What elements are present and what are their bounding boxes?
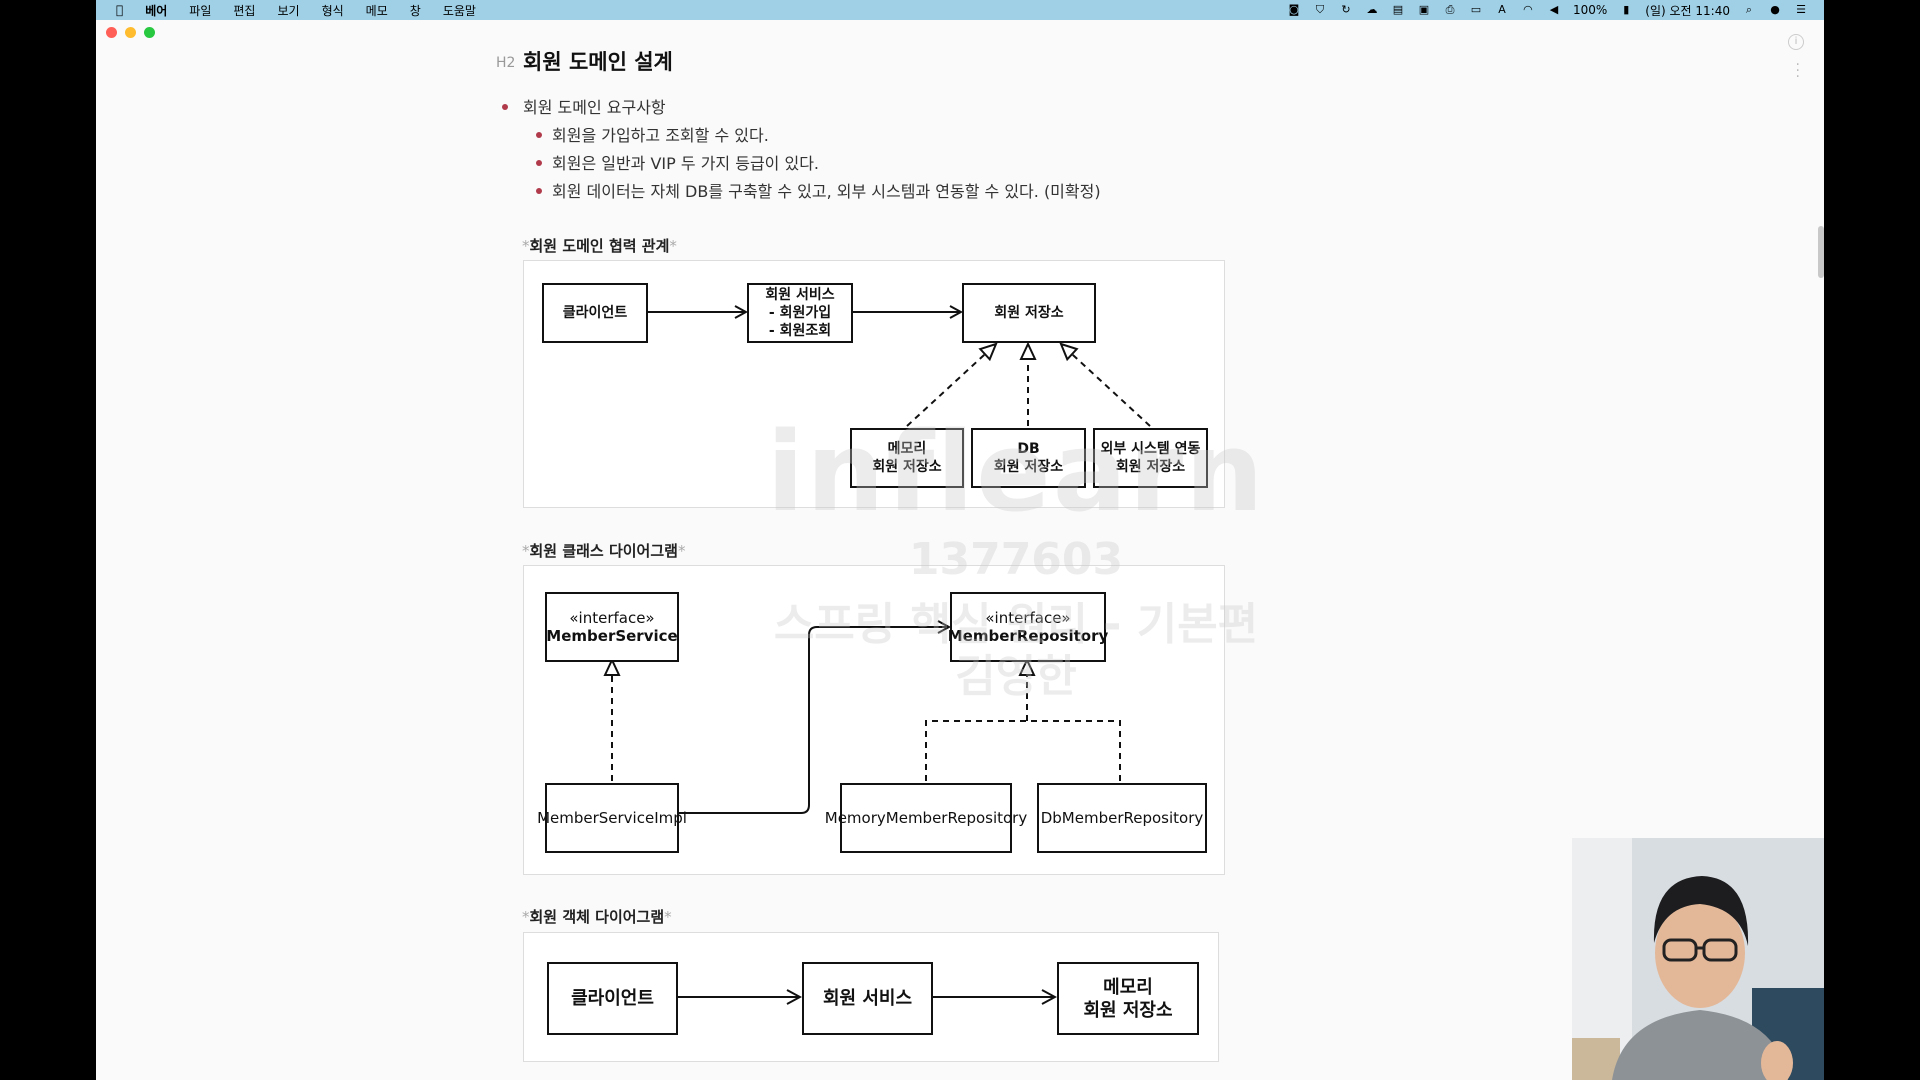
object-connectors xyxy=(676,933,1218,1061)
bullet-dot xyxy=(536,160,542,166)
watermark-brand: inflearn xyxy=(766,408,1266,536)
screen-record-icon[interactable]: ◙ xyxy=(1288,3,1300,16)
more-options-icon[interactable]: ··· xyxy=(1795,57,1800,85)
db-member-repository-box: DbMemberRepository xyxy=(1037,783,1207,853)
clock[interactable]: (일) 오전 11:40 xyxy=(1645,3,1730,18)
menu-format[interactable]: 형식 xyxy=(314,3,344,18)
menu-note[interactable]: 메모 xyxy=(358,3,388,18)
input-source-icon[interactable]: A xyxy=(1498,3,1506,16)
control-center-icon[interactable]: ☰ xyxy=(1796,3,1806,16)
info-icon[interactable]: i xyxy=(1788,34,1804,50)
shield-icon[interactable]: ⛉ xyxy=(1315,3,1325,16)
presenter-webcam-video xyxy=(1572,838,1824,1080)
class-diagram: «interface» MemberService «interface» Me… xyxy=(523,565,1225,875)
memory-repository-box: 메모리 회원 저장소 xyxy=(850,428,964,488)
menu-app[interactable]: 베어 xyxy=(138,3,167,18)
bullet-dot xyxy=(502,104,508,110)
menu-bar:  베어 파일 편집 보기 형식 메모 창 도움말 ◙ ⛉ ↻ ☁ ▤ ▣ ⎙ … xyxy=(96,0,1824,20)
collaboration-diagram: 클라이언트 회원 서비스 - 회원가입 - 회원조회 회원 저장소 메모리 회원… xyxy=(523,260,1225,508)
menu-help[interactable]: 도움말 xyxy=(435,3,476,18)
sync-icon[interactable]: ↻ xyxy=(1341,3,1351,16)
member-repository-box: 회원 저장소 xyxy=(962,283,1096,343)
member-service-box: 회원 서비스 - 회원가입 - 회원조회 xyxy=(747,283,853,343)
bullet-dot xyxy=(536,132,542,138)
siri-icon[interactable]: ● xyxy=(1770,3,1780,16)
class-connectors xyxy=(603,566,1121,814)
client-box: 클라이언트 xyxy=(542,283,648,343)
menu-window[interactable]: 창 xyxy=(402,3,421,18)
bullet-dot xyxy=(536,188,542,194)
scrollbar-thumb[interactable] xyxy=(1818,226,1824,278)
fig3-caption: *회원 객체 다이어그램* xyxy=(522,908,672,926)
requirements-title: 회원 도메인 요구사항 xyxy=(523,98,666,117)
menu-edit[interactable]: 편집 xyxy=(226,3,255,18)
member-repository-interface-box: «interface» MemberRepository xyxy=(948,592,1108,662)
requirement-item: 회원을 가입하고 조회할 수 있다. xyxy=(552,126,769,145)
memory-member-repository-box: MemoryMemberRepository xyxy=(825,783,1027,853)
cloud-icon[interactable]: ☁ xyxy=(1366,3,1378,16)
volume-icon[interactable]: ◀ xyxy=(1549,3,1559,16)
battery-percent: 100% xyxy=(1572,3,1608,17)
minimize-window-button[interactable] xyxy=(125,27,136,38)
zoom-window-button[interactable] xyxy=(144,27,155,38)
page-heading: 회원 도메인 설계 xyxy=(523,50,673,74)
apple-icon[interactable]:  xyxy=(116,3,123,17)
battery-icon[interactable]: ▮ xyxy=(1623,3,1630,16)
member-service-object-box: 회원 서비스 xyxy=(802,962,933,1035)
display-icon[interactable]: ▭ xyxy=(1470,3,1482,16)
client-object-box: 클라이언트 xyxy=(547,962,678,1035)
external-repository-box: 외부 시스템 연동 회원 저장소 xyxy=(1093,428,1208,488)
collaboration-connectors xyxy=(646,261,1151,427)
object-diagram: 클라이언트 회원 서비스 메모리 회원 저장소 xyxy=(523,932,1219,1062)
spotlight-search-icon[interactable]: ⌕ xyxy=(1745,3,1753,16)
bear-app-window:  베어 파일 편집 보기 형식 메모 창 도움말 ◙ ⛉ ↻ ☁ ▤ ▣ ⎙ … xyxy=(96,0,1824,1080)
presenter-image xyxy=(1572,838,1824,1080)
member-service-impl-box: MemberServiceImpl xyxy=(537,783,687,853)
printer-icon[interactable]: ⎙ xyxy=(1445,3,1455,16)
heading-level-tag: H2 xyxy=(496,55,516,71)
watermark-id: 1377603 xyxy=(908,534,1124,585)
menu-file[interactable]: 파일 xyxy=(182,3,211,18)
close-window-button[interactable] xyxy=(106,27,117,38)
db-repository-box: DB 회원 저장소 xyxy=(971,428,1086,488)
menu-view[interactable]: 보기 xyxy=(270,3,299,18)
clipboard-icon[interactable]: ▤ xyxy=(1392,3,1404,16)
fig2-caption: *회원 클래스 다이어그램* xyxy=(522,542,686,560)
requirement-item: 회원 데이터는 자체 DB를 구축할 수 있고, 외부 시스템과 연동할 수 있… xyxy=(552,182,1101,201)
member-service-interface-box: «interface» MemberService xyxy=(545,592,679,662)
memory-repository-object-box: 메모리 회원 저장소 xyxy=(1057,962,1199,1035)
window-icon[interactable]: ▣ xyxy=(1418,3,1430,16)
wifi-icon[interactable]: ◠ xyxy=(1523,3,1533,16)
watermark-author: 김영한 xyxy=(955,651,1077,702)
requirement-item: 회원은 일반과 VIP 두 가지 등급이 있다. xyxy=(552,154,819,173)
fig1-caption: *회원 도메인 협력 관계* xyxy=(522,237,677,255)
watermark-course: 스프링 핵심 원리 - 기본편 xyxy=(773,599,1259,650)
